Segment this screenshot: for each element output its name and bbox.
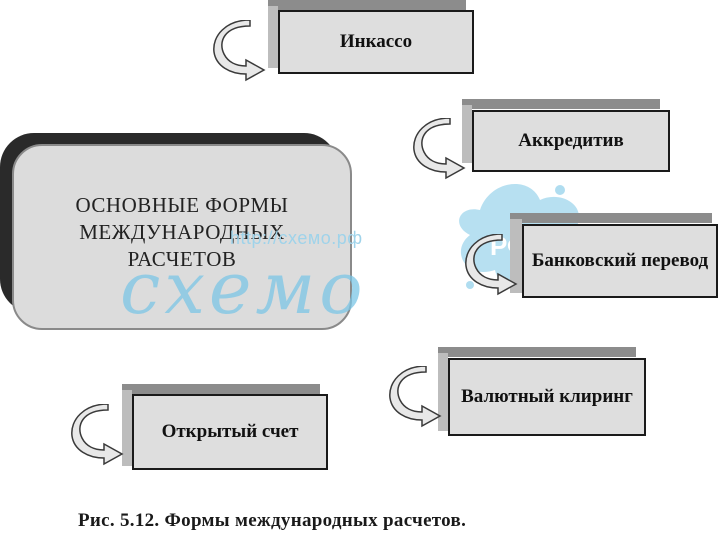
method-label: Инкассо [339,31,413,52]
curved-arrow-icon [213,20,266,82]
figure-caption: Рис. 5.12. Формы международных расчетов. [78,510,467,531]
center-label: ОСНОВНЫЕ ФОРМЫ МЕЖДУНАРОДНЫХ РАСЧЕТОВ [75,192,289,271]
box-shade [268,6,278,68]
method-box-currency-clearing: Валютный клиринг [448,358,646,436]
curved-arrow-icon [413,118,466,180]
center-block: ОСНОВНЫЕ ФОРМЫ МЕЖДУНАРОДНЫХ РАСЧЕТОВ [12,144,352,330]
method-box-bank-transfer: Банковский перевод [522,224,718,298]
watermark-url: http://схемо.рф [230,228,363,248]
box-tab [462,99,660,109]
box-shade [510,219,522,293]
method-label: Валютный клиринг [461,386,633,407]
curved-arrow-icon [465,234,518,296]
box-shade [462,105,472,163]
curved-arrow-icon [71,404,124,466]
method-box-open-account: Открытый счет [132,394,328,470]
box-shade [438,353,448,431]
box-tab [122,384,320,394]
method-box-inkasso: Инкассо [278,10,474,74]
box-tab [438,347,636,357]
watermark-word: схемо [120,246,367,330]
method-label: Аккредитив [518,130,624,151]
box-shade [122,390,132,466]
method-label: Открытый счет [161,421,299,442]
box-tab [510,213,712,223]
curved-arrow-icon [389,366,442,428]
method-box-akkreditiv: Аккредитив [472,110,670,172]
method-label: Банковский перевод [531,250,709,271]
box-tab [268,0,466,10]
